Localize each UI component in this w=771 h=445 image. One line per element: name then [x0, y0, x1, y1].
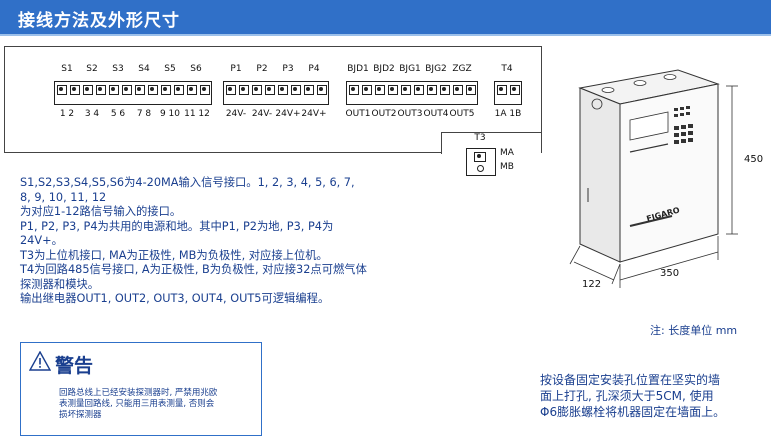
- terminal-pin-label: 5 6: [110, 109, 126, 119]
- dimension-depth: 122: [582, 279, 602, 290]
- terminal-pin-label: 24V-: [251, 109, 273, 119]
- terminal-label: BJD1: [347, 64, 369, 74]
- terminal-label: BJG2: [425, 64, 447, 74]
- dimension-width: 350: [660, 268, 680, 279]
- description-line: 24V+。: [20, 234, 63, 247]
- header-bar: 接线方法及外形尺寸: [0, 0, 771, 34]
- frame-notch-edge-v: [441, 132, 442, 154]
- page-title: 接线方法及外形尺寸: [18, 11, 180, 31]
- description-line: 为对应1-12路信号输入的接口。: [20, 205, 182, 218]
- terminal-label: BJD2: [373, 64, 395, 74]
- t3-ma-label: MA: [500, 148, 514, 158]
- dimension-height: 450: [744, 154, 764, 165]
- terminal-pin-label: 7 8: [136, 109, 152, 119]
- terminal-label: S3: [112, 64, 124, 74]
- terminal-block: [346, 81, 478, 105]
- description-line: 输出继电器OUT1, OUT2, OUT3, OUT4, OUT5可逻辑编程。: [20, 292, 330, 305]
- warning-line: 表测量回路线, 只能用三用表测量, 否则会: [59, 399, 215, 409]
- description-line: T4为回路485信号接口, A为正极性, B为负极性, 对应接32点可燃气体: [20, 263, 367, 276]
- terminal-label: S1: [61, 64, 73, 74]
- terminal-pin-label: OUT2: [371, 109, 397, 119]
- terminal-label: P1: [230, 64, 242, 74]
- terminal-pin-label: 1 2: [59, 109, 75, 119]
- description-line: T3为上位机接口, MA为正极性, MB为负极性, 对应接上位机。: [20, 248, 328, 262]
- terminal-pin-label: 1A 1B: [494, 109, 522, 119]
- terminal-label: P2: [256, 64, 268, 74]
- terminal-label: S5: [164, 64, 176, 74]
- install-line: Φ6膨胀螺栓将机器固定在墙面上。: [540, 405, 726, 419]
- description-line: P1, P2, P3, P4为共用的电源和地。其中P1, P2为地, P3, P…: [20, 219, 334, 233]
- warning-line: 回路总线上已经安装探测器时, 严禁用兆欧: [59, 388, 218, 398]
- terminal-label: S2: [86, 64, 98, 74]
- install-instructions: 按设备固定安装孔位置在坚实的墙 面上打孔, 孔深须大于5CM, 使用 Φ6膨胀螺…: [540, 372, 765, 420]
- terminal-label: T4: [501, 64, 513, 74]
- warning-line: 损坏探测器: [59, 410, 102, 420]
- terminal-pin-label: OUT1: [345, 109, 371, 119]
- t3-mb-label: MB: [500, 162, 514, 172]
- description-line: 8, 9, 10, 11, 12: [20, 190, 107, 204]
- terminal-block: [54, 81, 212, 105]
- warning-triangle-icon: [29, 351, 51, 371]
- terminal-pin-label: OUT3: [397, 109, 423, 119]
- terminal-pin-label: OUT5: [449, 109, 475, 119]
- terminal-label: P4: [308, 64, 320, 74]
- header-divider: [0, 34, 771, 36]
- device-outline-drawing: [569, 69, 738, 288]
- terminal-pin-label: 24V+: [275, 109, 301, 119]
- terminal-pin-label: OUT4: [423, 109, 449, 119]
- terminal-label: BJG1: [399, 64, 421, 74]
- terminal-pin-label: 9 10: [159, 109, 181, 119]
- terminal-pin-label: 24V-: [225, 109, 247, 119]
- terminal-pin-label: 24V+: [301, 109, 327, 119]
- t3-block: [466, 148, 496, 176]
- warning-title: 警告: [55, 355, 94, 377]
- description-line: S1,S2,S3,S4,S5,S6为4-20MA输入信号接口。1, 2, 3, …: [20, 176, 355, 189]
- terminal-block: [494, 81, 522, 105]
- terminal-pin-label: 3 4: [84, 109, 100, 119]
- warning-text: 回路总线上已经安装探测器时, 严禁用兆欧 表测量回路线, 只能用三用表测量, 否…: [59, 388, 255, 421]
- terminal-block: [223, 81, 329, 105]
- terminal-label: ZGZ: [452, 64, 472, 74]
- install-line: 面上打孔, 孔深须大于5CM, 使用: [540, 389, 714, 403]
- frame-notch-edge-h: [441, 132, 541, 133]
- warning-box: 警告 回路总线上已经安装探测器时, 严禁用兆欧 表测量回路线, 只能用三用表测量…: [20, 342, 262, 436]
- unit-note: 注: 长度单位 mm: [650, 324, 738, 337]
- t3-label: T3: [474, 133, 486, 143]
- terminal-label: P3: [282, 64, 294, 74]
- terminal-pin-label: 11 12: [184, 109, 210, 119]
- wiring-description: S1,S2,S3,S4,S5,S6为4-20MA输入信号接口。1, 2, 3, …: [20, 176, 450, 307]
- install-line: 按设备固定安装孔位置在坚实的墙: [540, 373, 721, 387]
- terminal-label: S4: [138, 64, 150, 74]
- description-line: 探测器和模块。: [20, 277, 100, 291]
- terminal-label: S6: [190, 64, 202, 74]
